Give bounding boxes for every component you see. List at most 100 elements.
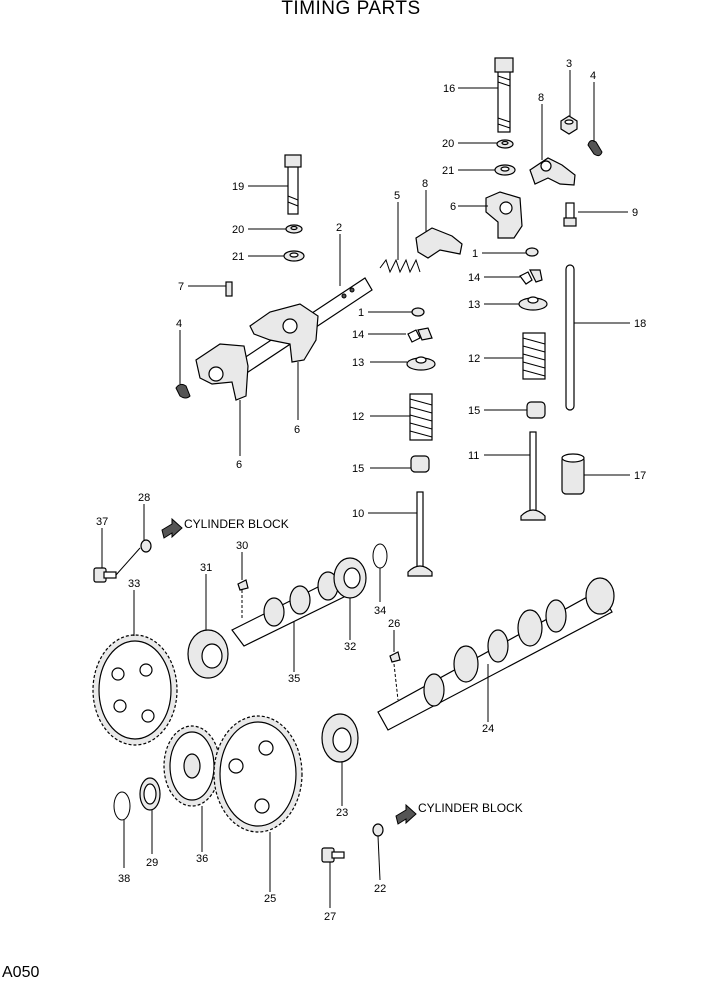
callout-12: 12 xyxy=(352,411,364,423)
callout-15: 15 xyxy=(352,463,364,475)
arrow-lower xyxy=(395,803,417,825)
page-id: A050 xyxy=(2,964,40,981)
callout-30: 30 xyxy=(236,540,248,552)
callout-38: 38 xyxy=(118,873,130,885)
callout-25: 25 xyxy=(264,893,276,905)
callout-6: 6 xyxy=(236,459,242,471)
rocker-arm-upper-right xyxy=(529,157,576,186)
washer-upper-right xyxy=(496,139,514,149)
spring-washer-upper-right xyxy=(494,164,516,176)
callout-18: 18 xyxy=(634,318,646,330)
bolt-27 xyxy=(321,847,345,863)
nut xyxy=(560,115,578,135)
callout-34: 34 xyxy=(374,605,386,617)
callout-3: 3 xyxy=(566,58,572,70)
washer-left xyxy=(285,224,303,234)
tappet xyxy=(561,453,585,495)
adjust-screw xyxy=(563,202,577,227)
callout-4: 4 xyxy=(590,70,596,82)
exhaust-valve xyxy=(520,431,546,521)
bearing-31 xyxy=(187,629,229,679)
callout-9: 9 xyxy=(632,207,638,219)
rocker-arm-left-a xyxy=(415,227,463,259)
spring-washer-left xyxy=(283,250,305,262)
callout-35: 35 xyxy=(288,673,300,685)
rocker-assembly-left xyxy=(195,343,249,401)
spring-retainer-right xyxy=(518,296,548,311)
valve-spring-right xyxy=(522,332,546,380)
valve-cap-right xyxy=(525,247,539,257)
valve-cotter-right xyxy=(519,269,543,285)
callout-29: 29 xyxy=(146,857,158,869)
callout-labels: 16 3 4 8 20 21 6 9 1 14 13 18 12 15 11 1… xyxy=(96,58,646,923)
cylinder-block-note-upper: CYLINDER BLOCK xyxy=(184,517,289,531)
stem-seal-right xyxy=(526,401,546,419)
callout-33: 33 xyxy=(128,578,140,590)
callout-24: 24 xyxy=(482,723,494,735)
rocker-spring xyxy=(379,258,421,274)
key-26 xyxy=(389,651,401,663)
callout-13: 13 xyxy=(468,299,480,311)
rocker-stud-bolt xyxy=(494,57,514,133)
callout-13: 13 xyxy=(352,357,364,369)
valve-spring-left xyxy=(409,393,433,441)
washer-22 xyxy=(372,823,384,837)
callout-21: 21 xyxy=(442,165,454,177)
key-30 xyxy=(237,579,249,591)
callout-17: 17 xyxy=(634,470,646,482)
callout-10: 10 xyxy=(352,508,364,520)
spring-retainer-left xyxy=(406,356,436,371)
bearing-32 xyxy=(333,557,367,599)
callout-8: 8 xyxy=(538,92,544,104)
rocker-assembly-mid xyxy=(249,303,319,363)
callout-27: 27 xyxy=(324,911,336,923)
bearing-23 xyxy=(321,713,359,763)
callout-12: 12 xyxy=(468,353,480,365)
callout-6: 6 xyxy=(294,424,300,436)
callout-20: 20 xyxy=(442,138,454,150)
camshaft-large xyxy=(377,577,615,731)
callout-7: 7 xyxy=(178,281,184,293)
callout-15: 15 xyxy=(468,405,480,417)
callout-22: 22 xyxy=(374,883,386,895)
callout-1: 1 xyxy=(472,248,478,260)
page-title: TIMING PARTS xyxy=(281,0,421,19)
callout-37: 37 xyxy=(96,516,108,528)
gear-33 xyxy=(92,634,178,746)
callout-11: 11 xyxy=(468,450,479,462)
callout-36: 36 xyxy=(196,853,208,865)
push-rod xyxy=(565,264,575,411)
callout-32: 32 xyxy=(344,641,356,653)
callout-21: 21 xyxy=(232,251,244,263)
callout-14: 14 xyxy=(468,272,480,284)
clip-upper xyxy=(587,140,603,157)
stem-seal-left xyxy=(410,455,430,473)
callout-20: 20 xyxy=(232,224,244,236)
callout-5: 5 xyxy=(394,190,400,202)
callout-26: 26 xyxy=(388,618,400,630)
callout-16: 16 xyxy=(443,83,455,95)
callout-2: 2 xyxy=(336,222,342,234)
cylinder-block-note-lower: CYLINDER BLOCK xyxy=(418,801,523,815)
washer-28 xyxy=(140,539,152,553)
callout-19: 19 xyxy=(232,181,244,193)
callout-31: 31 xyxy=(200,562,212,574)
callout-1: 1 xyxy=(358,307,364,319)
valve-cap-left xyxy=(411,307,425,317)
callout-4: 4 xyxy=(176,318,182,330)
leader-lines xyxy=(101,70,630,908)
bolt-37 xyxy=(93,567,117,583)
pin xyxy=(225,281,233,297)
callout-8: 8 xyxy=(422,178,428,190)
callout-14: 14 xyxy=(352,329,364,341)
arrow-upper xyxy=(161,517,183,539)
snap-ring-34 xyxy=(372,543,388,569)
callout-28: 28 xyxy=(138,492,150,504)
long-stud-bolt xyxy=(284,154,302,215)
rocker-bracket-upper-right xyxy=(485,191,523,239)
snap-ring-38 xyxy=(113,791,131,821)
callout-6: 6 xyxy=(450,201,456,213)
camshaft-small xyxy=(231,571,351,647)
collar-29 xyxy=(139,777,161,811)
